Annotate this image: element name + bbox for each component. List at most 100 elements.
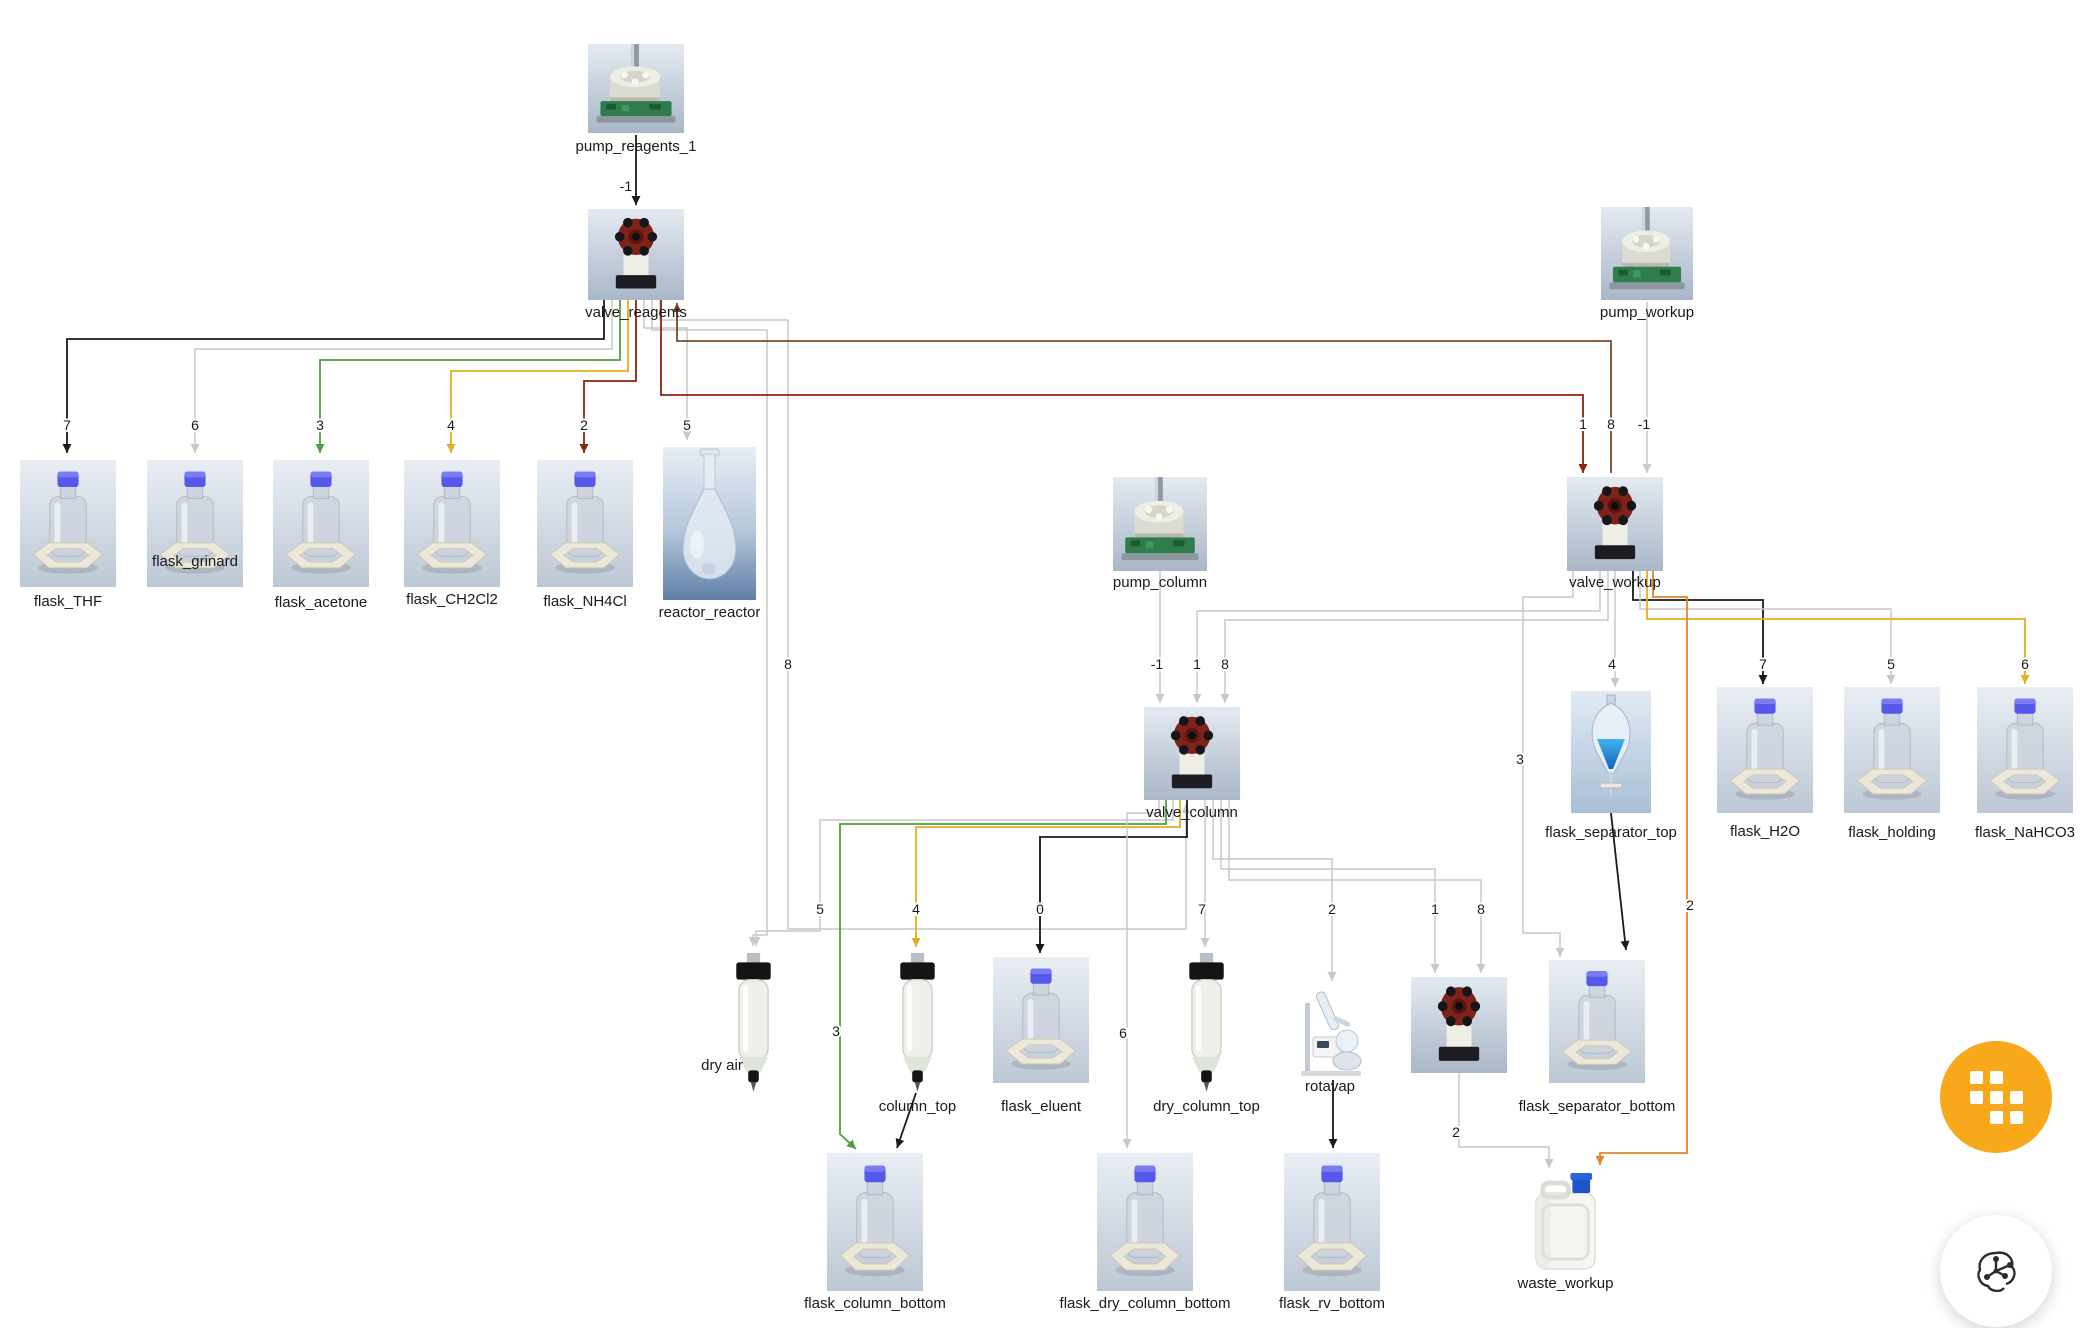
arrowhead: [1758, 675, 1768, 684]
node-flask_dry_column_bottom[interactable]: [1097, 1153, 1193, 1291]
node-label-dry_column_top: dry_column_top: [1153, 1098, 1260, 1115]
node-flask_NH4Cl[interactable]: [537, 460, 633, 587]
apps-fab[interactable]: [1940, 1041, 2052, 1153]
node-waste_workup[interactable]: [1531, 1171, 1600, 1273]
flask-icon: [537, 460, 633, 587]
flask-icon: [1284, 1153, 1380, 1291]
node-pump_workup[interactable]: [1601, 207, 1693, 300]
node-flask_rv_bottom[interactable]: [1284, 1153, 1380, 1291]
edge-label-e34: 2: [1686, 897, 1694, 913]
node-flask_grinard[interactable]: [147, 460, 243, 587]
edge-label-e10: 1: [1579, 416, 1587, 432]
edge-label-e14: 1: [1193, 656, 1201, 672]
flask-icon: [1717, 687, 1813, 813]
edge-label-e22: 5: [816, 901, 824, 917]
arrowhead: [1430, 964, 1440, 973]
node-label-pump_column: pump_column: [1112, 574, 1208, 591]
edge-valve_column-column_top: [915, 800, 1181, 947]
arrowhead: [682, 431, 692, 440]
edge-label-e33: 2: [1452, 1124, 1460, 1140]
edge-label-e2: 7: [63, 417, 71, 433]
node-flask_NaHCO3[interactable]: [1977, 687, 2073, 813]
node-label-flask_separator_top: flask_separator_top: [1545, 824, 1677, 841]
edge-valve_column-flask_column_bottom: [839, 800, 1167, 1150]
node-flask_eluent[interactable]: [993, 957, 1089, 1083]
valve-icon: [588, 209, 684, 300]
arrowhead: [1200, 938, 1210, 947]
edge-valve_reagents-flask_THF: [66, 300, 605, 453]
arrowhead: [1642, 464, 1652, 473]
edge-label-e4: 3: [316, 417, 324, 433]
node-label-flask_eluent: flask_eluent: [1000, 1098, 1082, 1115]
flask-icon: [993, 957, 1089, 1083]
edge-label-e20: 3: [1516, 751, 1524, 767]
node-label-pump_workup: pump_workup: [1599, 304, 1695, 321]
node-flask_acetone[interactable]: [273, 460, 369, 587]
node-label-flask_dry_column_bottom: flask_dry_column_bottom: [1059, 1295, 1231, 1312]
arrowhead: [1220, 694, 1230, 703]
edge-valve_column-valve_unnamed: [1228, 800, 1482, 973]
node-valve_workup[interactable]: [1567, 477, 1663, 571]
flask-icon: [1097, 1153, 1193, 1291]
node-flask_column_bottom[interactable]: [827, 1153, 923, 1291]
node-rotavap[interactable]: [1293, 985, 1367, 1080]
flask-icon: [1977, 687, 2073, 813]
node-label-valve_reagents: valve_reagents: [585, 304, 687, 321]
edge-label-e12: -1: [1638, 416, 1651, 432]
node-flask_H2O[interactable]: [1717, 687, 1813, 813]
node-label-waste_workup: waste_workup: [1517, 1275, 1614, 1292]
edge-label-e29: 3: [832, 1023, 840, 1039]
edge-valve_column-flask_eluent: [1039, 800, 1188, 953]
node-pump_column[interactable]: [1113, 477, 1207, 571]
node-valve_unnamed[interactable]: [1411, 977, 1507, 1073]
node-label-flask_separator_bottom: flask_separator_bottom: [1518, 1098, 1676, 1115]
edge-label-e27: 1: [1431, 901, 1439, 917]
assistant-fab[interactable]: [1940, 1215, 2052, 1327]
node-flask_holding[interactable]: [1844, 687, 1940, 813]
node-dry_air[interactable]: [727, 953, 780, 1093]
node-flask_CH2Cl2[interactable]: [404, 460, 500, 587]
arrowhead: [1035, 944, 1045, 953]
arrowhead: [1181, 804, 1191, 813]
node-valve_reagents[interactable]: [588, 209, 684, 300]
edge-valve_column-dry_air: [755, 800, 1174, 946]
valve-icon: [1144, 707, 1240, 800]
arrowhead: [846, 1139, 856, 1149]
edge-label-e3: 6: [191, 417, 199, 433]
node-flask_separator_bottom[interactable]: [1549, 960, 1645, 1083]
edge-column_top-flask_column_bottom: [896, 1092, 917, 1149]
arrowhead: [751, 937, 761, 946]
arrowhead: [895, 1138, 905, 1148]
node-label-flask_rv_bottom: flask_rv_bottom: [1279, 1295, 1385, 1312]
edge-label-e23: 4: [912, 901, 920, 917]
pixel-grid-icon: [1970, 1071, 2023, 1124]
flask-icon: [1549, 960, 1645, 1083]
edge-valve_reagents-flask_grinard: [194, 300, 613, 453]
edge-label-e11: 8: [1607, 416, 1615, 432]
node-flask_separator_top[interactable]: [1571, 691, 1651, 813]
edge-label-e28: 8: [1477, 901, 1485, 917]
flask-icon: [1844, 687, 1940, 813]
edge-label-e30: 6: [1119, 1025, 1127, 1041]
separatory-funnel-icon: [1571, 691, 1651, 813]
node-column_top[interactable]: [891, 953, 944, 1093]
node-valve_column[interactable]: [1144, 707, 1240, 800]
node-pump_reagents_1[interactable]: [588, 44, 684, 133]
node-reactor_reactor[interactable]: [663, 447, 756, 600]
edge-valve_workup-valve_column: [1196, 571, 1601, 703]
edge-valve_reagents-flask_acetone: [319, 300, 621, 453]
arrowhead: [1155, 694, 1165, 703]
arrowhead: [1555, 948, 1565, 957]
edge-valve_reagents-flask_CH2Cl2: [450, 300, 629, 453]
edge-valve_workup-valve_column: [1224, 571, 1609, 703]
arrowhead: [672, 303, 682, 312]
edge-valve_workup-valve_reagents: [676, 303, 1612, 473]
edge-label-e16: 4: [1608, 656, 1616, 672]
edge-valve_workup-flask_separator_bottom: [1522, 571, 1574, 957]
valve-icon: [1411, 977, 1507, 1073]
arrowhead: [911, 938, 921, 947]
node-flask_THF[interactable]: [20, 460, 116, 587]
edge-flask_separator_top-flask_separator_bottom: [1610, 812, 1627, 951]
node-dry_column_top[interactable]: [1180, 953, 1233, 1093]
